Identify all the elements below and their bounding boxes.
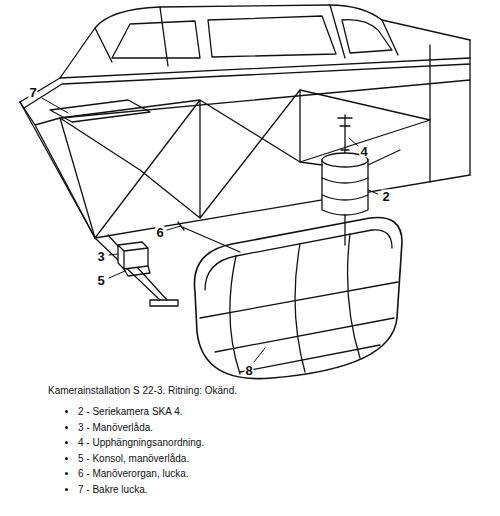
lower-longeron <box>20 102 95 238</box>
bracket <box>124 266 150 276</box>
parts-list-item: 5 - Konsol, manöverlåda. <box>78 451 204 467</box>
camera-detail <box>322 178 368 245</box>
camera-gondola <box>194 218 402 379</box>
leader-line <box>368 190 378 194</box>
lower-longeron <box>95 175 470 238</box>
aircraft-frame-illustration <box>0 0 500 380</box>
leader-line <box>109 254 118 255</box>
suspension-strut <box>300 150 400 165</box>
camera-body <box>322 160 368 215</box>
callout-number: 4 <box>359 145 368 158</box>
window <box>112 21 200 58</box>
front-frame <box>430 40 470 182</box>
leader-line <box>42 98 68 113</box>
callout-number: 5 <box>96 274 105 287</box>
callout-number: 3 <box>96 250 105 263</box>
truss-tube <box>20 102 95 238</box>
callout-number: 2 <box>381 190 390 203</box>
suspension-rod <box>338 115 352 153</box>
canopy-frame <box>95 5 398 66</box>
parts-list-item: 3 - Manöverlåda. <box>78 420 204 436</box>
parts-list-item: 6 - Manöverorgan, lucka. <box>78 466 204 482</box>
callout-number: 8 <box>244 364 253 377</box>
leader-line <box>349 138 358 146</box>
control-box <box>118 242 148 269</box>
leader-line <box>167 226 181 230</box>
window <box>342 20 392 53</box>
window <box>208 16 336 57</box>
leader-line <box>254 348 265 362</box>
landing-strut <box>95 235 167 300</box>
callout-number: 6 <box>155 226 164 239</box>
cabin-sill <box>60 80 470 118</box>
gondola-rim <box>205 230 392 290</box>
leader-line <box>109 271 125 278</box>
parts-list: 2 - Seriekamera SKA 4.3 - Manöverlåda.4 … <box>48 404 204 497</box>
truss-tube <box>60 90 430 238</box>
control-member <box>178 222 240 252</box>
parts-list-item: 2 - Seriekamera SKA 4. <box>78 404 204 420</box>
parts-list-item: 4 - Upphängningsanordning. <box>78 435 204 451</box>
caption: Kamerainstallation S 22-3. Ritning: Okän… <box>48 385 237 397</box>
parts-list-item: 7 - Bakre lucka. <box>78 482 204 498</box>
upper-longeron <box>20 58 470 102</box>
strut-foot <box>150 300 178 306</box>
gondola-frame <box>230 234 360 374</box>
callout-number: 7 <box>28 86 37 99</box>
